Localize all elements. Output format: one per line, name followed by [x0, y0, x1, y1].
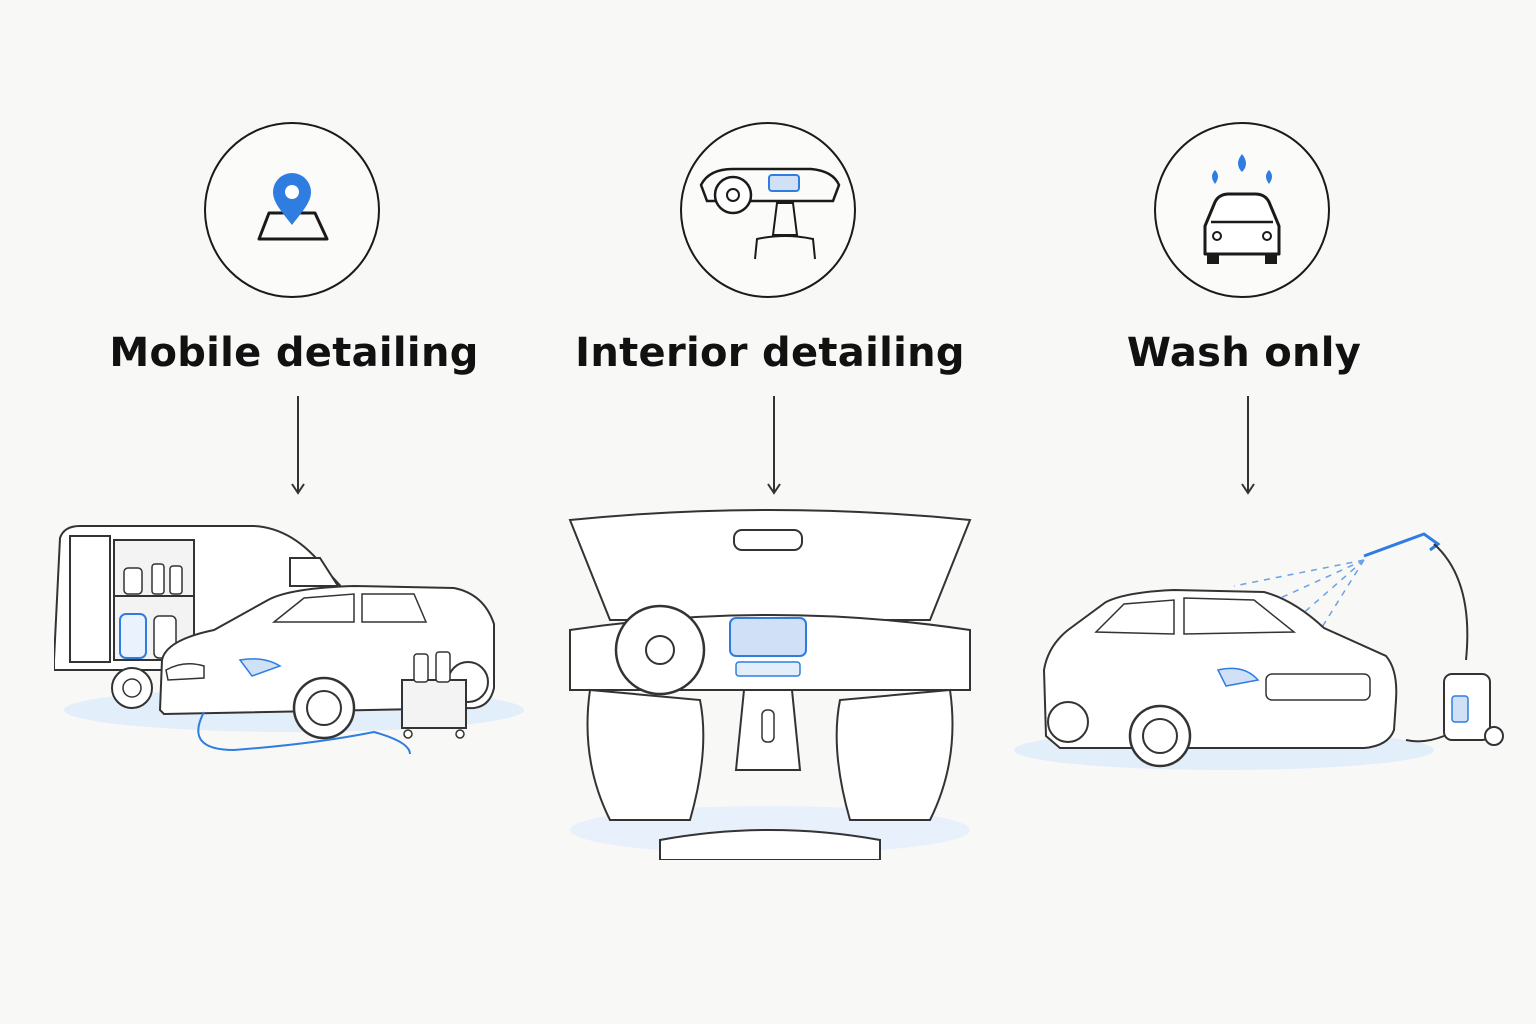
service-mobile-detailing: Mobile detailing — [54, 0, 534, 1024]
car-dashboard-icon — [699, 167, 841, 260]
map-pin-icon — [257, 173, 329, 241]
car-dashboard-icon-circle — [680, 122, 856, 298]
pressure-washer-car-illustration — [1014, 532, 1504, 770]
down-arrow-icon — [767, 396, 781, 495]
service-label: Wash only — [1126, 330, 1362, 376]
van-and-suv-detailing-illustration — [54, 525, 524, 755]
service-interior-detailing: Interior detailing — [530, 0, 1010, 1024]
down-arrow-icon — [1241, 396, 1255, 495]
car-wash-icon-circle — [1154, 122, 1330, 298]
service-wash-only: Wash only — [1004, 0, 1504, 1024]
down-arrow-icon — [291, 396, 305, 495]
car-wash-icon — [1203, 154, 1281, 264]
map-pin-icon-circle — [204, 122, 380, 298]
service-label: Interior detailing — [575, 330, 965, 376]
car-interior-illustration — [568, 509, 972, 860]
service-label: Mobile detailing — [109, 330, 479, 376]
